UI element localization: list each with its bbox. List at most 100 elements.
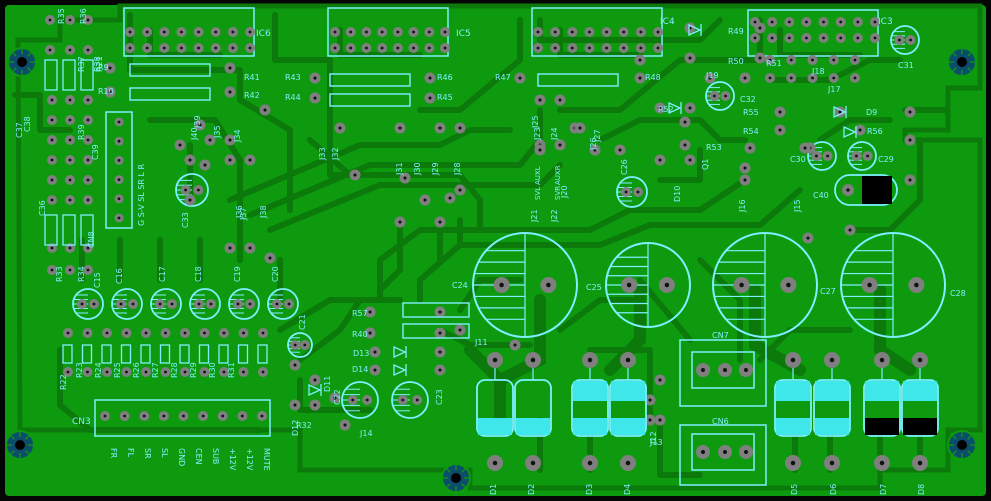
pad-hole — [683, 143, 687, 147]
pad-hole — [131, 302, 135, 306]
pad-hole — [50, 158, 54, 162]
resistor-label: R43 — [285, 73, 301, 82]
diode-label: D8 — [917, 484, 926, 495]
resistor-label: R22 — [59, 374, 68, 390]
pad-hole — [458, 126, 462, 130]
pad-hole — [144, 331, 148, 335]
cn3-label: CN3 — [72, 417, 91, 427]
pad-hole — [373, 350, 377, 354]
pad-hole — [313, 96, 317, 100]
pad-hole — [898, 38, 901, 42]
capacitor-label: C23 — [435, 389, 444, 405]
pad-hole — [536, 46, 540, 50]
resistor-label: R53 — [706, 143, 722, 152]
pad-hole — [848, 228, 852, 232]
pad-hole — [855, 154, 858, 158]
pad-hole — [268, 256, 272, 260]
pad-hole — [683, 120, 687, 124]
cn3-pin-label: SUB — [211, 448, 220, 464]
pad-hole — [744, 450, 748, 454]
jumper-label: J15 — [793, 199, 802, 213]
diode-label: D10 — [673, 186, 682, 202]
pad-hole — [553, 30, 557, 34]
pad-hole — [558, 98, 562, 102]
cn3-pin-label: CEN — [194, 448, 203, 465]
diode-symbol — [308, 383, 322, 397]
rectifier-band — [815, 418, 849, 435]
cn8-label: CN8 — [87, 231, 96, 248]
pad-hole — [398, 126, 402, 130]
pad-hole — [105, 331, 109, 335]
pad-hole — [856, 36, 860, 40]
resistor-label: R28 — [170, 362, 179, 378]
pad-hole — [753, 20, 757, 24]
resistor-body — [402, 323, 470, 339]
pad-hole — [815, 154, 818, 158]
pad-hole — [203, 370, 206, 374]
pad-hole — [48, 48, 52, 52]
pad-hole — [438, 350, 442, 354]
mounting-hole-spoke — [11, 67, 17, 73]
capacitor-label: C36 — [38, 200, 47, 216]
pad-hole — [770, 20, 774, 24]
pad-hole — [658, 378, 662, 382]
pad-hole — [638, 76, 642, 80]
resistor-label: R10 — [98, 87, 114, 96]
pad-hole — [587, 460, 593, 466]
resistor-body — [329, 73, 411, 87]
resistor-label: R27 — [151, 362, 160, 378]
capacitor-label: C29 — [878, 155, 894, 164]
resistor-label: R42 — [244, 91, 260, 100]
mounting-hole-spoke — [445, 467, 451, 473]
pad-hole — [708, 76, 712, 80]
pad-hole — [879, 460, 885, 466]
pad-hole — [86, 370, 89, 374]
capacitor-label: C20 — [271, 266, 280, 282]
ladder-resistor — [237, 344, 249, 364]
mounting-hole-spoke — [967, 67, 973, 73]
pad-hole — [343, 423, 347, 427]
pad-hole — [839, 36, 843, 40]
pad-hole — [909, 38, 912, 42]
pad-hole — [866, 154, 869, 158]
resistor-label: R48 — [645, 73, 661, 82]
mounting-hole-spoke — [27, 67, 33, 73]
cn3-pin-label: +12V — [245, 448, 254, 471]
jumper-label: J27 — [593, 129, 602, 143]
ladder-resistor — [81, 344, 93, 364]
diode-label: D3 — [585, 484, 594, 495]
pad-hole — [144, 370, 148, 374]
pad-hole — [538, 98, 542, 102]
pad-hole — [778, 110, 782, 114]
pad-hole — [125, 370, 128, 374]
mounting-hole-spoke — [967, 450, 973, 456]
vertical-resistor — [44, 214, 58, 246]
pad-hole — [221, 414, 225, 418]
rectifier-band — [865, 381, 899, 401]
pad-hole — [231, 46, 235, 50]
cn3-pin-label: SL — [160, 448, 169, 458]
pad-hole — [86, 198, 90, 202]
diode-symbol — [843, 125, 857, 139]
ladder-resistor — [179, 344, 190, 364]
c40-outline — [834, 174, 898, 206]
capacitor-label: C40 — [813, 191, 829, 200]
resistor-label: R40 — [352, 330, 368, 339]
diode-label: D12 — [291, 420, 300, 436]
resistor-label: R57 — [352, 309, 368, 318]
pad-layer — [45, 15, 928, 471]
pad-hole — [873, 36, 877, 40]
resistor-label: R50 — [728, 57, 744, 66]
pad-hole — [658, 158, 662, 162]
jumper-label: J24 — [550, 127, 559, 141]
pad-hole — [605, 46, 608, 50]
pad-hole — [86, 48, 90, 52]
pad-hole — [593, 148, 597, 152]
resistor-label: R52 — [658, 105, 674, 114]
resistor-label: R31 — [227, 362, 236, 378]
jumper-label: J13 — [649, 438, 663, 447]
pad-hole — [365, 30, 368, 34]
ladder-resistor — [198, 344, 210, 364]
pad-hole — [636, 190, 640, 194]
ladder-resistor — [257, 344, 268, 364]
